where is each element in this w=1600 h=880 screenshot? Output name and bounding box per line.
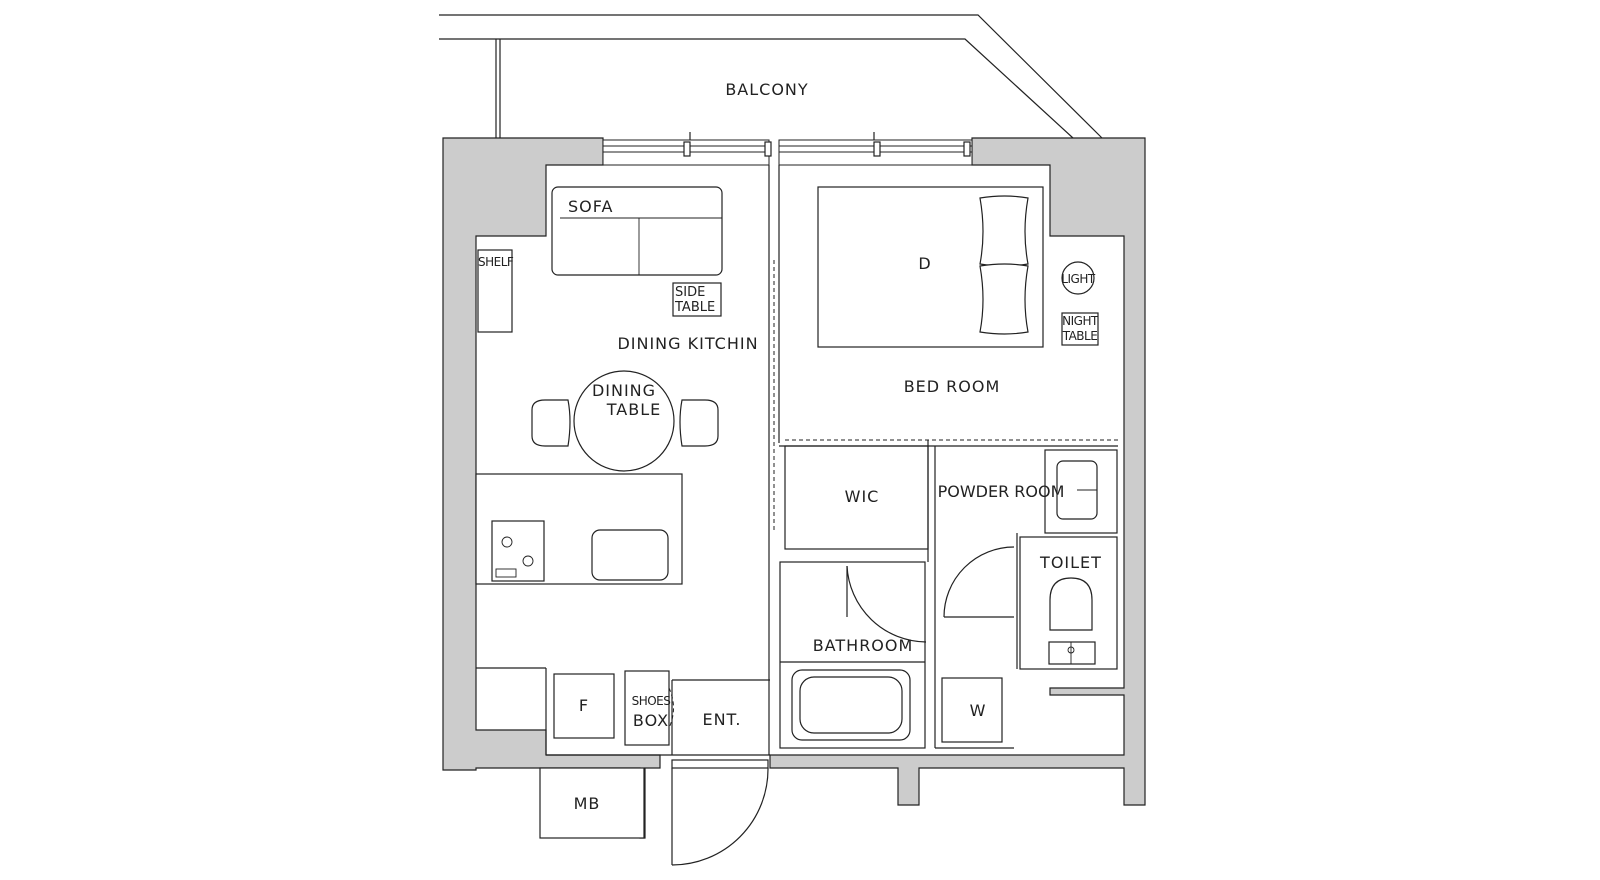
bathtub	[791, 669, 911, 741]
label-wic: WIC	[845, 487, 880, 506]
night-table	[1061, 312, 1099, 346]
vanity-sink	[1056, 460, 1098, 520]
toilet-bowl	[1048, 577, 1096, 665]
label-shoes-box-2: BOX	[633, 711, 669, 730]
dining-set	[531, 370, 719, 472]
label-side-table-1: SIDE	[675, 285, 705, 300]
bed	[817, 186, 1044, 348]
label-night-table-2: TABLE	[1062, 329, 1098, 343]
shoes-box	[624, 670, 670, 746]
label-light: LIGHT	[1061, 272, 1096, 286]
label-washer: W	[970, 701, 987, 720]
label-bed-room: BED ROOM	[904, 377, 1001, 396]
label-toilet: TOILET	[1039, 553, 1102, 572]
label-powder-room: POWDER ROOM	[938, 482, 1065, 501]
kitchen-counter	[475, 473, 683, 585]
label-dining-table-1: DINING	[592, 381, 656, 400]
label-balcony: BALCONY	[725, 80, 808, 99]
light	[1061, 261, 1095, 295]
meter-box	[539, 767, 645, 839]
label-side-table-2: TABLE	[674, 300, 715, 315]
label-bathroom: BATHROOM	[813, 636, 914, 655]
doors	[671, 546, 1015, 866]
label-night-table-1: NIGHT	[1062, 314, 1099, 328]
label-shelf: SHELF	[478, 255, 514, 269]
shelf	[477, 249, 513, 333]
side-table	[672, 282, 722, 317]
fridge	[553, 673, 615, 739]
windows	[602, 132, 973, 166]
label-fridge: F	[579, 696, 589, 715]
washer	[941, 677, 1003, 743]
sofa	[551, 186, 723, 276]
label-meter-box: MB	[574, 794, 601, 813]
label-dining-table-2: TABLE	[606, 400, 661, 419]
label-shoes-box-1: SHOES	[632, 694, 671, 708]
label-bed: D	[918, 254, 931, 273]
balcony-outline	[439, 14, 1103, 139]
label-sofa: SOFA	[568, 197, 613, 216]
label-entrance: ENT.	[702, 710, 741, 729]
label-dining-kitchen: DINING KITCHIN	[617, 334, 758, 353]
